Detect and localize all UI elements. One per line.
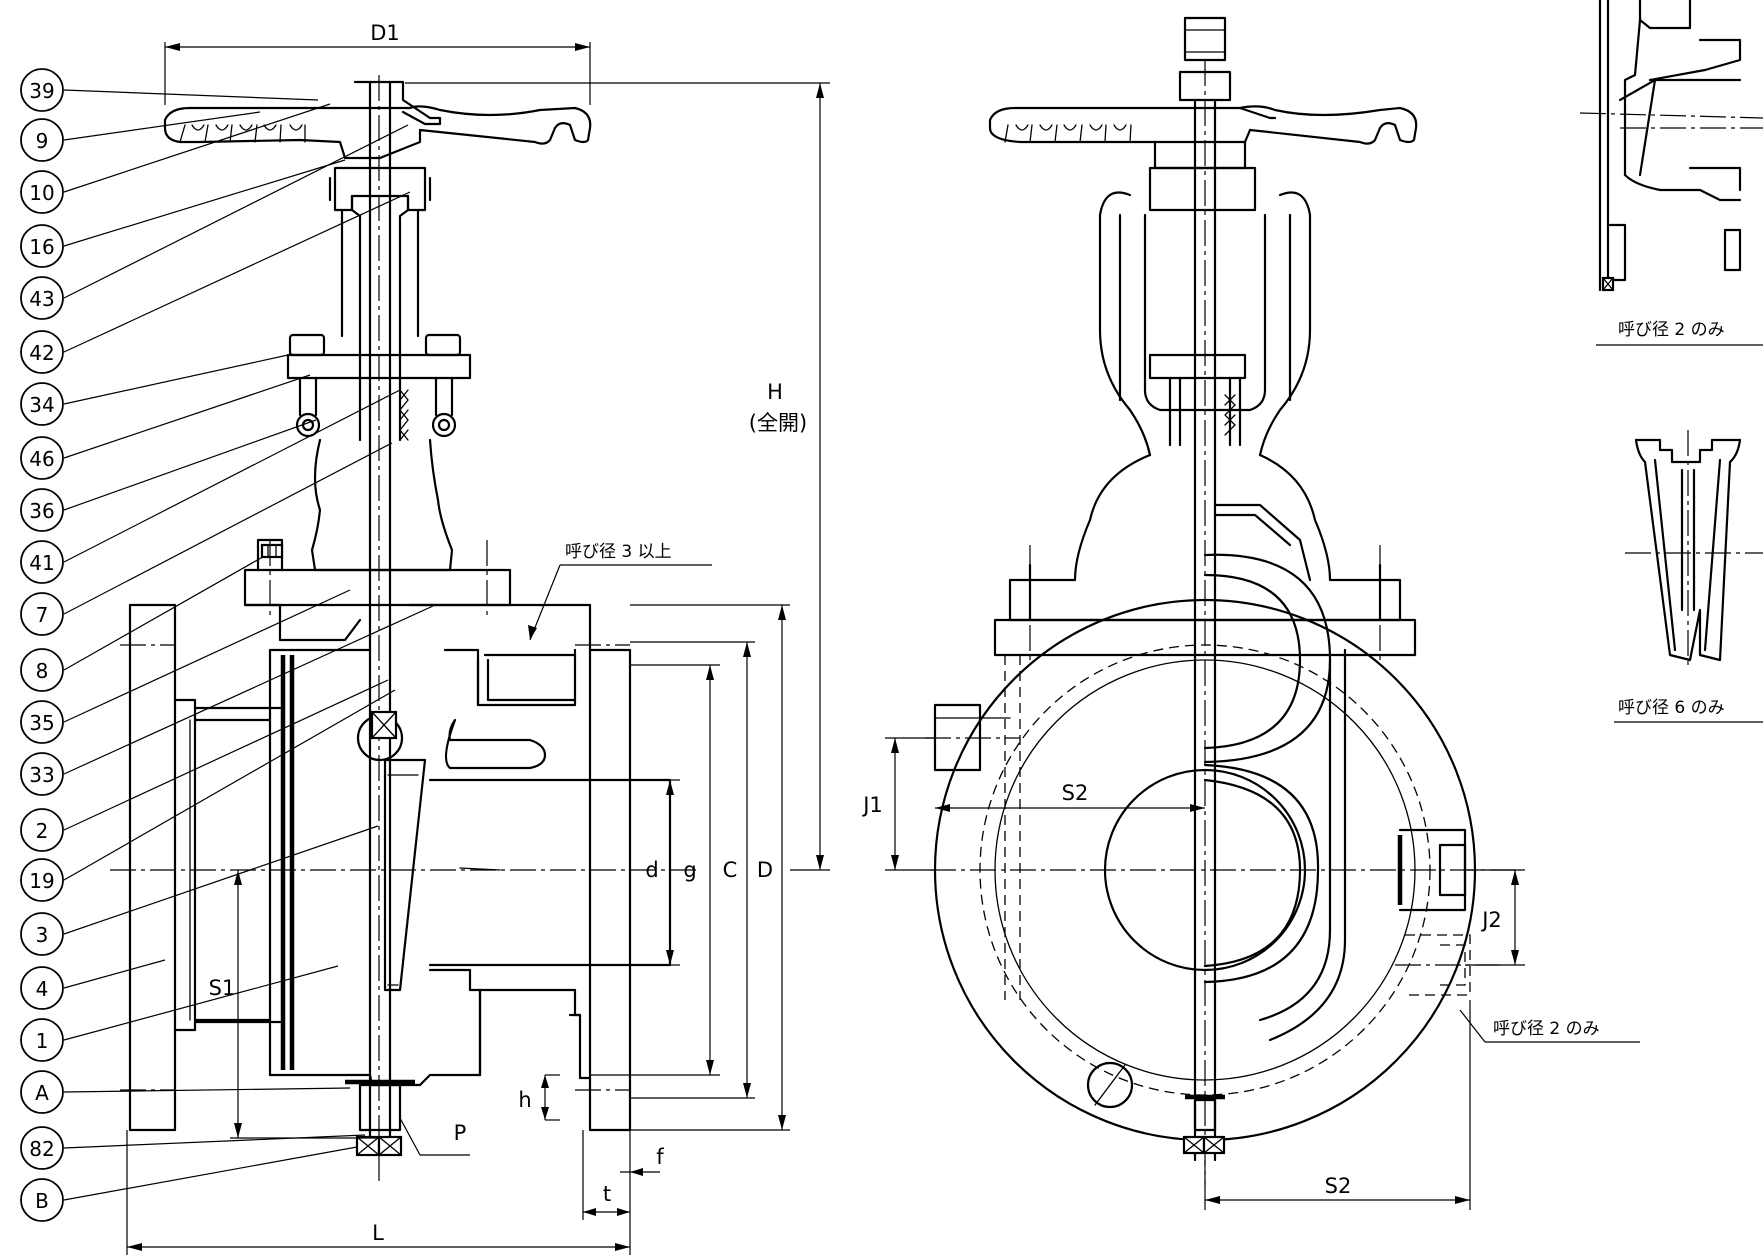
balloon-39: 39 — [20, 68, 64, 112]
svg-text:1: 1 — [36, 1029, 49, 1053]
svg-text:41: 41 — [29, 551, 54, 575]
balloon-A: A — [20, 1070, 64, 1114]
balloon-10: 10 — [20, 170, 64, 214]
dim-s1: S1 — [209, 976, 236, 1000]
balloon-82: 82 — [20, 1126, 64, 1170]
dim-h-small: h — [518, 1088, 531, 1112]
dim-j2: J2 — [1480, 908, 1502, 932]
svg-text:82: 82 — [29, 1137, 54, 1161]
svg-text:36: 36 — [29, 499, 54, 523]
svg-text:2: 2 — [36, 819, 49, 843]
balloon-43: 43 — [20, 276, 64, 320]
svg-text:43: 43 — [29, 287, 54, 311]
bonnet — [243, 438, 512, 615]
detail-wedge-size6: 呼び径 6 のみ — [1614, 430, 1763, 723]
part-balloons: 39 9 10 16 43 42 34 46 36 41 7 8 35 33 2… — [20, 68, 64, 1222]
balloon-34: 34 — [20, 382, 64, 426]
svg-text:16: 16 — [29, 235, 54, 259]
handwheel — [163, 80, 592, 160]
svg-text:39: 39 — [29, 79, 54, 103]
balloon-16: 16 — [20, 224, 64, 268]
dim-s2-upper: S2 — [1062, 781, 1089, 805]
note-size2-only-bottom: 呼び径 2 のみ — [1493, 1019, 1600, 1039]
svg-text:10: 10 — [29, 181, 54, 205]
dim-d-small: d — [645, 858, 658, 882]
sectional-elevation-view — [110, 75, 700, 1185]
balloon-35: 35 — [20, 700, 64, 744]
svg-text:9: 9 — [36, 129, 49, 153]
balloon-4: 4 — [20, 966, 64, 1010]
dim-l: L — [372, 1221, 384, 1245]
balloon-42: 42 — [20, 330, 64, 374]
balloon-36: 36 — [20, 488, 64, 532]
balloon-1: 1 — [20, 1018, 64, 1062]
gland-assembly — [286, 333, 472, 441]
valve-body — [120, 603, 672, 1157]
svg-text:3: 3 — [36, 923, 49, 947]
svg-text:8: 8 — [36, 659, 49, 683]
note-size2-only-top: 呼び径 2 のみ — [1618, 320, 1725, 340]
note-size6-only: 呼び径 6 のみ — [1618, 698, 1725, 718]
balloon-41: 41 — [20, 540, 64, 584]
svg-text:42: 42 — [29, 341, 54, 365]
svg-text:19: 19 — [29, 869, 54, 893]
valve-stem — [368, 80, 392, 1152]
svg-text:33: 33 — [29, 763, 54, 787]
balloon-leaders — [63, 89, 434, 1201]
svg-text:34: 34 — [29, 393, 54, 417]
svg-text:A: A — [35, 1081, 49, 1105]
svg-text:4: 4 — [36, 977, 49, 1001]
detail-inset-size2: 呼び径 2 のみ — [1579, 0, 1763, 346]
dim-c: C — [723, 858, 738, 882]
dim-p: P — [454, 1121, 467, 1145]
dim-f: f — [656, 1145, 664, 1169]
balloon-2: 2 — [20, 808, 64, 852]
dim-h: H — [767, 380, 783, 404]
svg-text:B: B — [35, 1189, 49, 1213]
balloon-46: 46 — [20, 436, 64, 480]
side-view-dimensions: J1 S2 J2 S2 呼び径 2 のみ — [861, 737, 1640, 1210]
balloon-B: B — [20, 1178, 64, 1222]
dim-j1: J1 — [861, 793, 883, 817]
svg-text:46: 46 — [29, 447, 54, 471]
dim-g: g — [683, 858, 696, 882]
balloon-33: 33 — [20, 752, 64, 796]
balloon-8: 8 — [20, 648, 64, 692]
balloon-7: 7 — [20, 592, 64, 636]
svg-text:7: 7 — [36, 603, 49, 627]
side-half-section-view — [925, 16, 1520, 1185]
balloon-19: 19 — [20, 858, 64, 902]
yoke-sleeve — [328, 166, 432, 442]
note-size3-up: 呼び径 3 以上 — [565, 542, 672, 562]
dim-D: D — [757, 858, 773, 882]
dim-h-note: (全開) — [749, 411, 807, 435]
svg-text:35: 35 — [29, 711, 54, 735]
dim-t: t — [603, 1182, 611, 1206]
balloon-9: 9 — [20, 118, 64, 162]
dim-d1: D1 — [370, 21, 400, 45]
dim-s2-lower: S2 — [1325, 1174, 1352, 1198]
elevation-dimensions: D1 H (全開) d g C D — [126, 21, 830, 1255]
balloon-3: 3 — [20, 912, 64, 956]
